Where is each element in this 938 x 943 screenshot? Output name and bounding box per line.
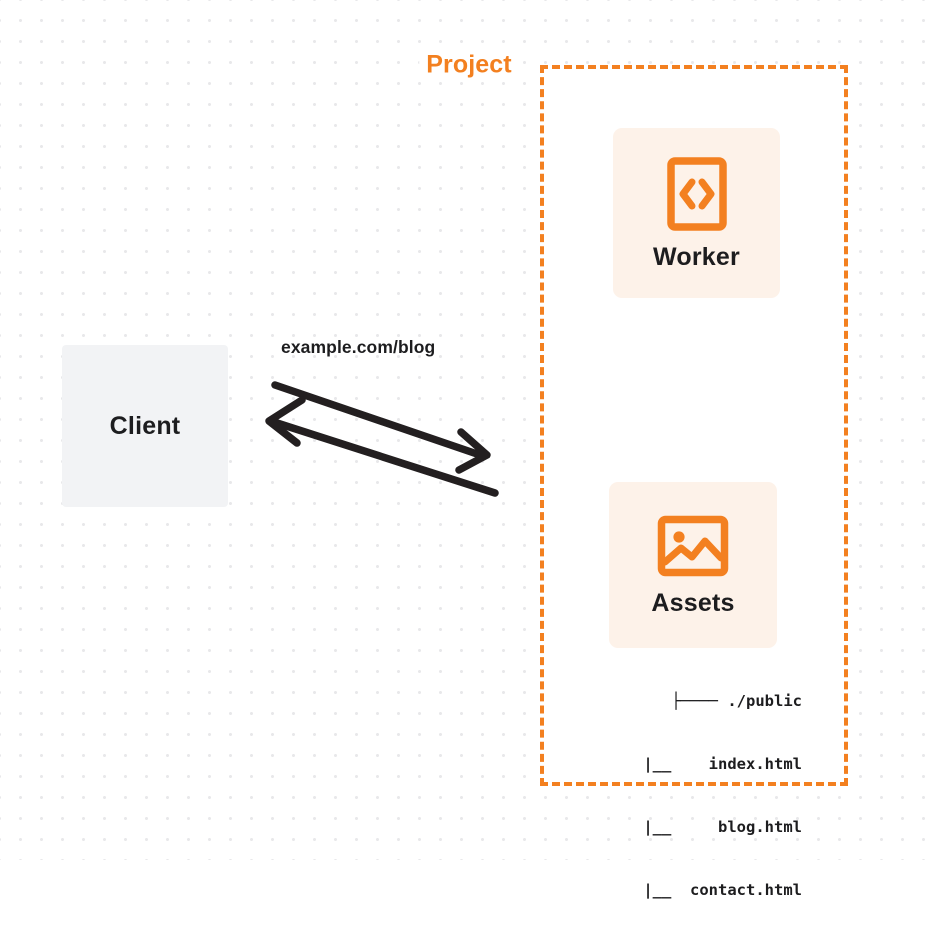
file-tree-row: |__ blog.html [615,818,802,836]
file-tree-row: |__ contact.html [615,881,802,899]
client-node[interactable]: Client [62,345,228,507]
client-node-label: Client [109,411,181,440]
assets-node-label: Assets [651,588,735,617]
image-icon [657,515,729,577]
project-group-label: Project [419,52,519,78]
response-arrow [265,396,499,497]
file-tree-row: ├──── ./public [671,692,802,710]
request-arrow [271,381,491,474]
request-url-label: example.com/blog [281,337,436,357]
code-brackets-icon [666,156,727,231]
assets-node[interactable]: Assets [609,482,777,648]
file-tree-row: |__ index.html [615,755,802,773]
worker-node-label: Worker [653,242,740,271]
diagram-canvas: Project Worker Assets ├──── ./public |__… [0,0,938,899]
worker-node[interactable]: Worker [613,128,780,298]
assets-file-tree: ├──── ./public |__ index.html |__ blog.h… [560,649,820,943]
